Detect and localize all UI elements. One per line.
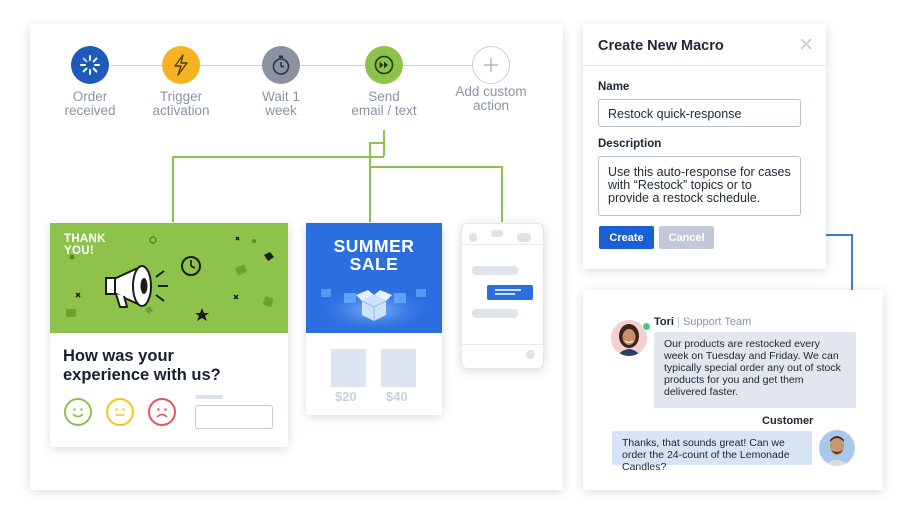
online-status-dot [642,322,651,331]
macro-connector-line [851,234,853,291]
agent-message: Our products are restocked every week on… [654,332,856,408]
agent-avatar [611,320,647,356]
sale-title-line2: SALE [349,254,399,274]
step-send-email-text[interactable]: Send email / text [334,46,434,118]
product-thumbnail [331,349,366,387]
phone-divider [462,244,543,245]
workflow-panel: Order received Trigger activation Wait 1… [30,24,563,490]
product-thumbnail [381,349,416,387]
neutral-face-icon[interactable] [106,398,134,426]
happy-face-icon[interactable] [64,398,92,426]
customer-message: Thanks, that sounds great! Can we order … [612,431,812,473]
chat-bubble-incoming [472,266,518,275]
plus-icon [472,46,510,84]
step-label-line1: Wait 1 [262,89,300,104]
feedback-banner [50,223,288,333]
macro-connector-line [826,234,853,236]
create-button[interactable]: Create [599,226,654,249]
step-label-line2: activation [152,103,210,118]
thank-title-line1: THANK [64,233,106,245]
product-price: $20 [335,389,357,404]
confetti-decoration [66,236,274,321]
phone-divider [462,344,543,345]
step-label-line2: received [64,103,116,118]
lightning-icon [162,46,200,84]
sms-preview-card[interactable] [461,223,544,369]
stopwatch-icon [262,46,300,84]
feedback-question-line2: experience with us? [63,366,221,384]
branch-line [369,166,502,168]
agent-name-line: Tori | Support Team [654,316,752,328]
add-custom-action-button[interactable]: Add custom action [441,46,541,113]
fast-forward-icon [365,46,403,84]
modal-title: Create New Macro [598,38,724,54]
branch-line [172,156,174,222]
agent-team: Support Team [682,316,752,328]
gift-box-icon [314,281,434,329]
branch-line [501,166,503,222]
step-label-line1: Send [368,89,400,104]
branch-line [369,142,371,222]
customer-name: Customer [762,415,814,427]
agent-name: Tori [654,316,674,328]
chat-bubble-outgoing [487,285,533,300]
step-label-line2: action [472,98,510,113]
cancel-button[interactable]: Cancel [659,226,714,249]
chat-bubble-placeholder [517,233,531,242]
description-label: Description [598,138,662,150]
chat-panel: Tori | Support Team Our products are res… [583,290,883,490]
step-order-received[interactable]: Order received [40,46,140,118]
step-connector [110,65,490,66]
step-wait-week[interactable]: Wait 1 week [231,46,331,118]
step-label-line1: Order [72,89,108,104]
macro-name-input[interactable]: Restock quick-response [598,99,801,127]
feedback-card[interactable]: THANK YOU! [50,223,288,447]
phone-home-button [526,350,535,359]
chat-bubble-incoming [472,309,518,318]
feedback-input[interactable] [195,405,273,429]
macro-name-value: Restock quick-response [608,107,742,121]
sale-title-line1: SUMMER [333,236,415,256]
create-macro-modal: Create New Macro ✕ Name Restock quick-re… [583,24,826,269]
name-label: Name [598,81,630,93]
thank-title-line2: YOU! [64,245,94,257]
product-price: $40 [386,389,408,404]
macro-description-value: Use this auto-response for cases with “R… [608,165,791,205]
modal-divider [583,65,826,66]
customer-avatar [819,430,855,466]
sale-card[interactable]: SUMMER SALE $20 $40 [306,223,442,415]
macro-description-textarea[interactable]: Use this auto-response for cases with “R… [598,156,801,216]
sad-face-icon[interactable] [148,398,176,426]
step-label-line1: Add custom [455,84,527,99]
step-label-line2: week [265,103,297,118]
step-label-line2: email / text [351,103,417,118]
branch-line [172,156,384,158]
spinner-icon [71,46,109,84]
phone-top-bar [491,230,503,237]
chat-bubble-placeholder [469,233,477,242]
input-label-placeholder [195,395,223,399]
close-icon[interactable]: ✕ [798,35,814,56]
step-label-line1: Trigger [159,89,203,104]
branch-line [369,142,384,144]
feedback-question-line1: How was your [63,347,174,365]
step-trigger-activation[interactable]: Trigger activation [131,46,231,118]
megaphone-icon [105,265,168,308]
